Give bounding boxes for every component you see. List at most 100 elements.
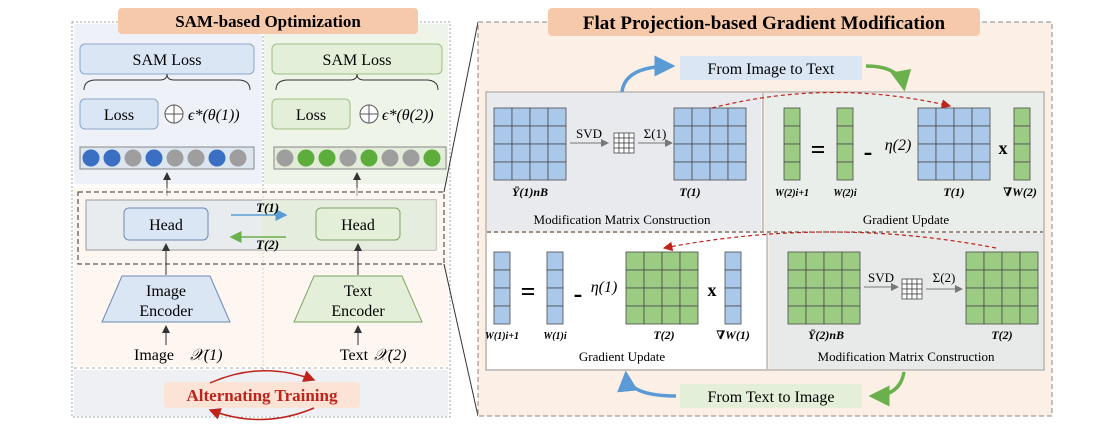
q1-t-cell xyxy=(691,143,711,163)
q1-y-cell xyxy=(547,143,567,163)
image-encoder-line2: Encoder xyxy=(139,303,193,320)
q2-t-matrix xyxy=(917,107,991,181)
q1-sigma-cell xyxy=(623,132,630,139)
q2-w-cur xyxy=(836,107,854,181)
q3-wn-cell xyxy=(493,269,511,289)
q1-t-label: T(1) xyxy=(679,185,700,199)
q2-t-label: T(1) xyxy=(943,185,964,199)
heads-dashed-frame xyxy=(77,191,445,265)
top-flow-arrow-out xyxy=(865,64,912,92)
q4-y-cell xyxy=(823,251,843,271)
q3-t-cell xyxy=(679,269,699,289)
q1-t-cell xyxy=(727,107,747,127)
q3-t-cell xyxy=(661,305,681,325)
q4-sigma-cell xyxy=(906,278,913,285)
q2-bg xyxy=(765,93,1043,231)
q3-g-cell xyxy=(724,305,742,325)
zoom-line-bottom xyxy=(443,263,479,417)
dot-gray xyxy=(166,149,184,167)
text-sam-loss-label: SAM Loss xyxy=(323,52,392,69)
q2-times: x xyxy=(999,138,1008,158)
q4-sigma-cell xyxy=(906,293,913,300)
q4-y-cell xyxy=(841,287,861,307)
q1-y-cell xyxy=(511,143,531,163)
dot-gray xyxy=(124,149,142,167)
q2-minus: - xyxy=(864,137,873,166)
q2-t-cell xyxy=(917,143,937,163)
q2-wn-cell xyxy=(783,125,801,145)
q3-wn-cell xyxy=(493,287,511,307)
q4-y-cell xyxy=(787,251,807,271)
image-eps: ϵ*(θ(1)) xyxy=(188,107,240,124)
q3-t-cell xyxy=(661,269,681,289)
q1-sigma-cell xyxy=(623,137,630,144)
q2-t-cell xyxy=(917,107,937,127)
top-flow-label: From Image to Text xyxy=(707,61,835,78)
q2-t-cell xyxy=(953,125,973,145)
q1-sigma-cell xyxy=(628,147,635,154)
q2-w-cur-label: W(2)i xyxy=(833,188,857,199)
dot-green xyxy=(318,149,336,167)
q2-g-cell xyxy=(1013,161,1031,181)
q3-wc-cell xyxy=(546,305,564,325)
image-brace xyxy=(83,73,251,91)
sam-title-box xyxy=(118,8,418,34)
fp-title-box xyxy=(548,8,980,36)
q1-t-cell xyxy=(673,161,693,181)
q1-t-cell xyxy=(691,107,711,127)
top-flow-box xyxy=(680,56,862,80)
q1-t-cell xyxy=(709,143,729,163)
q2-t-cell xyxy=(953,161,973,181)
q1-y-cell xyxy=(529,107,549,127)
q2-wc-cell xyxy=(836,107,854,127)
q4-y-cell xyxy=(787,269,807,289)
q3-grad-vector xyxy=(724,251,742,325)
q1-t-cell xyxy=(691,161,711,181)
q1-y-cell xyxy=(511,161,531,181)
q2-grad-vector xyxy=(1013,107,1031,181)
q1-t-cell xyxy=(673,125,693,145)
image-head-box xyxy=(123,207,209,241)
q4-sigma-grid xyxy=(901,278,923,300)
q1-sigma-cell xyxy=(628,132,635,139)
q3-w-cur-label: W(1)i xyxy=(543,331,567,342)
text-loss-box xyxy=(271,98,351,130)
q3-g-cell xyxy=(724,251,742,271)
dot-blue xyxy=(145,149,163,167)
q2-t-cell xyxy=(971,125,991,145)
dot-gray xyxy=(381,149,399,167)
q1-y-cell xyxy=(511,125,531,145)
q2-t-cell xyxy=(917,125,937,145)
inner-frame xyxy=(485,91,1045,371)
q4-t-cell xyxy=(1019,269,1039,289)
q1-t-cell xyxy=(709,161,729,181)
q1-t-cell xyxy=(709,125,729,145)
q1-sigma-cell xyxy=(613,147,620,154)
q3-eq: = xyxy=(521,277,536,306)
image-loss-box xyxy=(79,98,159,130)
q2-g-cell xyxy=(1013,125,1031,145)
q4-t-cell xyxy=(1001,251,1021,271)
q4-sigma-cell xyxy=(916,293,923,300)
q3-wc-cell xyxy=(546,287,564,307)
q1-t-matrix xyxy=(673,107,747,181)
image-head-label: Head xyxy=(149,217,183,234)
q4-sigma-cell xyxy=(906,283,913,290)
q1-sigma-cell xyxy=(618,137,625,144)
q4-y-label: Ȳ(2)nB xyxy=(808,328,844,342)
q3-grad-label: ∇W(1) xyxy=(716,328,750,342)
text-encoder-line2: Encoder xyxy=(331,303,385,320)
q2-caption: Gradient Update xyxy=(863,212,950,227)
q4-y-cell xyxy=(841,269,861,289)
q3-t-cell xyxy=(625,305,645,325)
q3-t-cell xyxy=(679,251,699,271)
q4-y-cell xyxy=(841,305,861,325)
image-encoder-line1: Image xyxy=(146,283,186,300)
q3-t-cell xyxy=(643,269,663,289)
q1-t-cell xyxy=(673,143,693,163)
q4-svd: SVD xyxy=(868,270,894,285)
q2-t-cell xyxy=(953,143,973,163)
q2-wc-cell xyxy=(836,125,854,145)
alternating-label: Alternating Training xyxy=(187,386,338,405)
q3-t-cell xyxy=(643,287,663,307)
